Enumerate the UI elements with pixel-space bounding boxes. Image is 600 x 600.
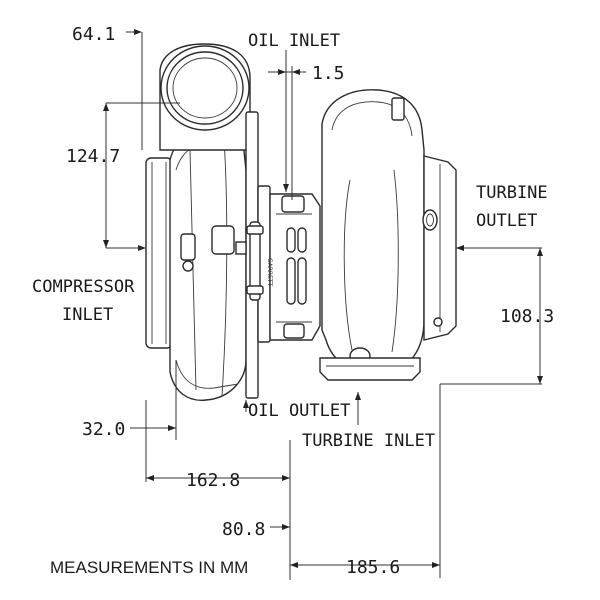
dim-108-3: 108.3 [500,306,554,327]
oil-outlet-label: OIL OUTLET [248,401,350,421]
compressor-fittings [180,225,247,272]
turbine-outlet-flange [422,155,457,341]
compressor-inlet-flange [145,157,173,349]
component-labels: OIL INLET COMPRESSOR INLET TURBINE OUTLE… [32,31,548,451]
center-housing [269,193,321,341]
compressor-inlet-label-line1: COMPRESSOR [32,277,135,297]
dim-162-8: 162.8 [186,470,240,491]
units-note: MEASUREMENTS IN MM [50,558,248,577]
dimension-lines [103,29,543,580]
dim-185-6: 185.6 [346,557,400,578]
compressor-inlet-label-line2: INLET [62,305,113,325]
compressor-housing [169,129,247,401]
turbine-outlet-label-line1: TURBINE [476,183,548,203]
dim-1-5: 1.5 [312,63,345,84]
dim-80-8: 80.8 [222,519,265,540]
turbine-outlet-label-line2: OUTLET [476,211,537,231]
dim-32-0: 32.0 [82,419,125,440]
turbine-housing [321,89,425,375]
brand-mark: GARRETT [266,258,273,286]
oil-inlet-line: GARRETT [246,221,273,301]
dimension-values: 64.1 1.5 124.7 108.3 32.0 162.8 80.8 185… [66,24,554,578]
turbine-inlet-flange [319,357,421,381]
dim-64-1: 64.1 [72,24,115,45]
turbocharger-illustration: GARRETT [145,43,457,401]
oil-inlet-label: OIL INLET [248,31,340,51]
turbine-inlet-label: TURBINE INLET [302,431,435,451]
compressor-outlet [159,43,251,151]
dim-124-7: 124.7 [66,146,120,167]
